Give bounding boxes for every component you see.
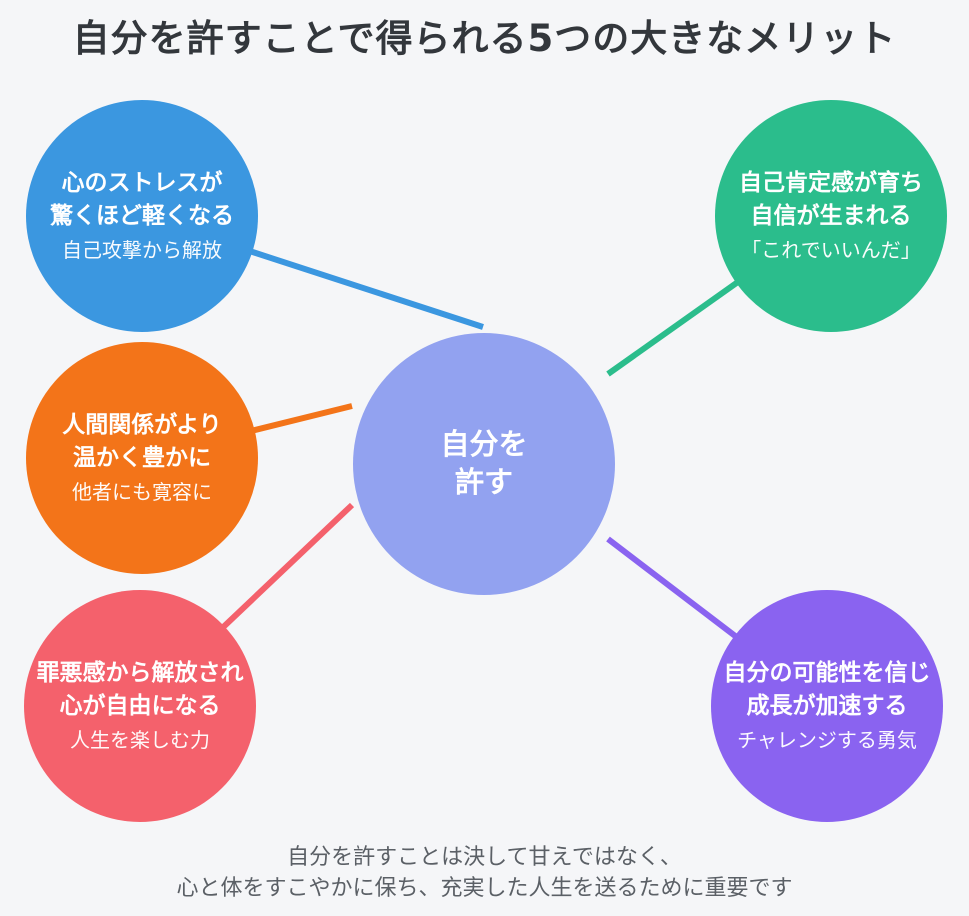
footer-line: 自分を許すことは決して甘えではなく、 xyxy=(287,844,682,870)
node-growth: 自分の可能性を信じ 成長が加速する チャレンジする勇気 xyxy=(711,590,943,822)
node-title-line: 心のストレスが xyxy=(61,169,223,196)
node-title-line: 自己肯定感が育ち xyxy=(739,169,923,196)
node-title-line: 罪悪感から解放され xyxy=(36,659,244,686)
node-title-line: 成長が加速する xyxy=(746,692,908,719)
page-title: 自分を許すことで得られる5つの大きなメリット xyxy=(72,17,897,60)
node-title-line: 驚くほど軽くなる xyxy=(50,202,234,229)
node-title-line: 人間関係がより xyxy=(62,411,222,438)
footer-note: 自分を許すことは決して甘えではなく、 心と体をすこやかに保ち、充実した人生を送る… xyxy=(0,842,969,904)
node-title-line: 自信が生まれる xyxy=(750,202,912,229)
node-title-line: 温かく豊かに xyxy=(73,444,211,471)
node-subtitle: 自己攻撃から解放 xyxy=(62,238,222,263)
node-subtitle: 他者にも寛容に xyxy=(72,480,212,505)
node-title-line: 心が自由になる xyxy=(59,692,221,719)
node-subtitle: 「これでいいんだ」 xyxy=(741,238,921,263)
node-relationships: 人間関係がより 温かく豊かに 他者にも寛容に xyxy=(26,342,258,574)
node-subtitle: チャレンジする勇気 xyxy=(737,728,917,753)
center-node-label-line: 自分を xyxy=(440,427,528,462)
footer-line: 心と体をすこやかに保ち、充実した人生を送るために重要です xyxy=(176,875,793,901)
node-self-esteem: 自己肯定感が育ち 自信が生まれる 「これでいいんだ」 xyxy=(715,100,947,332)
center-node-label-line: 許す xyxy=(454,465,513,499)
center-node-forgive-yourself: 自分を 許す xyxy=(353,333,615,595)
node-subtitle: 人生を楽しむ力 xyxy=(70,728,210,753)
node-guilt-release: 罪悪感から解放され 心が自由になる 人生を楽しむ力 xyxy=(24,590,256,822)
node-title-line: 自分の可能性を信じ xyxy=(723,659,931,686)
node-stress-relief: 心のストレスが 驚くほど軽くなる 自己攻撃から解放 xyxy=(26,100,258,332)
